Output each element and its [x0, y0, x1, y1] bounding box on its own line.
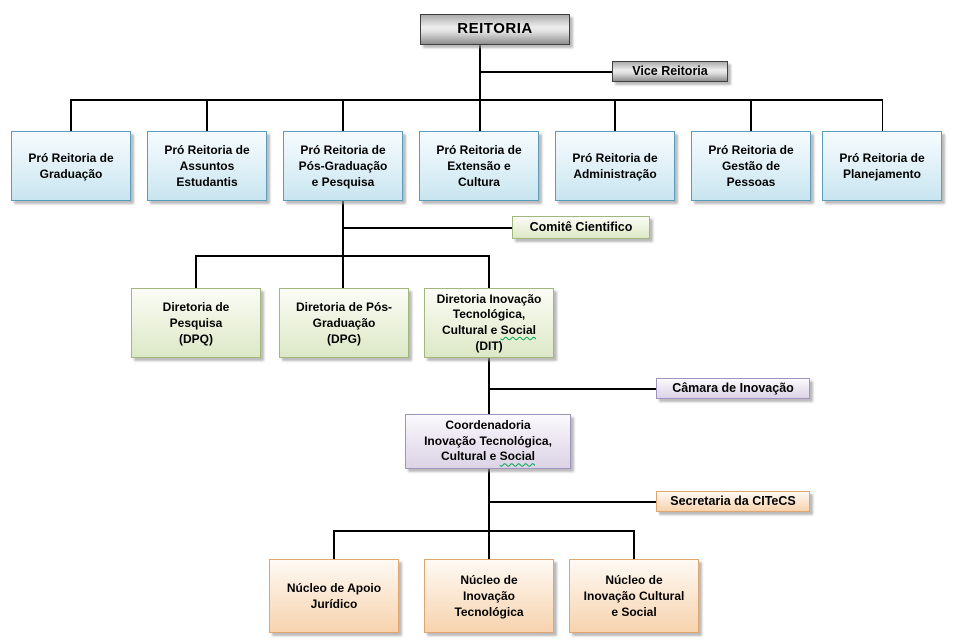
- connector-line: [881, 99, 883, 131]
- pro-reitoria-planejamento-box: Pró Reitoria de Planejamento: [822, 131, 942, 201]
- connector-line: [614, 99, 616, 131]
- connector-line: [488, 501, 656, 503]
- vice-reitoria-box: Vice Reitoria: [612, 61, 728, 82]
- pro-reitoria-assuntos-estudantis-box: Pró Reitoria de Assuntos Estudantis: [147, 131, 267, 201]
- connector-line: [750, 99, 752, 131]
- connector-line: [195, 255, 489, 257]
- pro-reitoria-extensao-cultura-box: Pró Reitoria de Extensão e Cultura: [419, 131, 539, 201]
- connector-line: [488, 255, 490, 288]
- connector-line: [479, 45, 481, 131]
- connector-line: [342, 201, 344, 288]
- reitoria-box: REITORIA: [420, 14, 570, 45]
- nucleo-inovacao-tecnologica-box: Núcleo de Inovação Tecnológica: [424, 559, 554, 633]
- nucleo-apoio-juridico-box: Núcleo de Apoio Jurídico: [269, 559, 399, 633]
- connector-line: [70, 99, 883, 101]
- diretoria-inovacao-box: Diretoria Inovação Tecnológica, Cultural…: [424, 288, 554, 358]
- secretaria-citecs-box: Secretaria da CITeCS: [656, 491, 810, 512]
- pro-reitoria-pos-graduacao-pesquisa-box: Pró Reitoria de Pós-Graduação e Pesquisa: [283, 131, 403, 201]
- pro-reitoria-graduacao-box: Pró Reitoria de Graduação: [11, 131, 131, 201]
- diretoria-inovacao-label: Diretoria Inovação Tecnológica, Cultural…: [436, 291, 542, 353]
- spellcheck-wavy-underline: Social: [499, 449, 536, 464]
- connector-line: [333, 530, 335, 559]
- connector-line: [488, 388, 656, 390]
- connector-line: [488, 469, 490, 559]
- coordenadoria-citecs-box: Coordenadoria Inovação Tecnológica, Cult…: [405, 414, 571, 469]
- connector-line: [70, 99, 72, 131]
- nucleo-inovacao-cultural-social-box: Núcleo de Inovação Cultural e Social: [569, 559, 699, 633]
- connector-line: [342, 227, 512, 229]
- connector-line: [333, 530, 634, 532]
- connector-line: [479, 71, 613, 73]
- spellcheck-wavy-underline: Social: [500, 323, 537, 337]
- coordenadoria-label: Coordenadoria Inovação Tecnológica, Cult…: [424, 418, 552, 464]
- diretoria-pos-graduacao-box: Diretoria de Pós- Graduação (DPG): [279, 288, 409, 358]
- camara-inovacao-box: Câmara de Inovação: [656, 378, 810, 399]
- pro-reitoria-administracao-box: Pró Reitoria de Administração: [555, 131, 675, 201]
- pro-reitoria-gestao-pessoas-box: Pró Reitoria de Gestão de Pessoas: [691, 131, 811, 201]
- comite-cientifico-box: Comitê Cientifico: [512, 216, 650, 239]
- diretoria-pesquisa-box: Diretoria de Pesquisa (DPQ): [131, 288, 261, 358]
- connector-line: [633, 530, 635, 559]
- connector-line: [488, 358, 490, 414]
- connector-line: [195, 255, 197, 288]
- connector-line: [342, 99, 344, 131]
- connector-line: [206, 99, 208, 131]
